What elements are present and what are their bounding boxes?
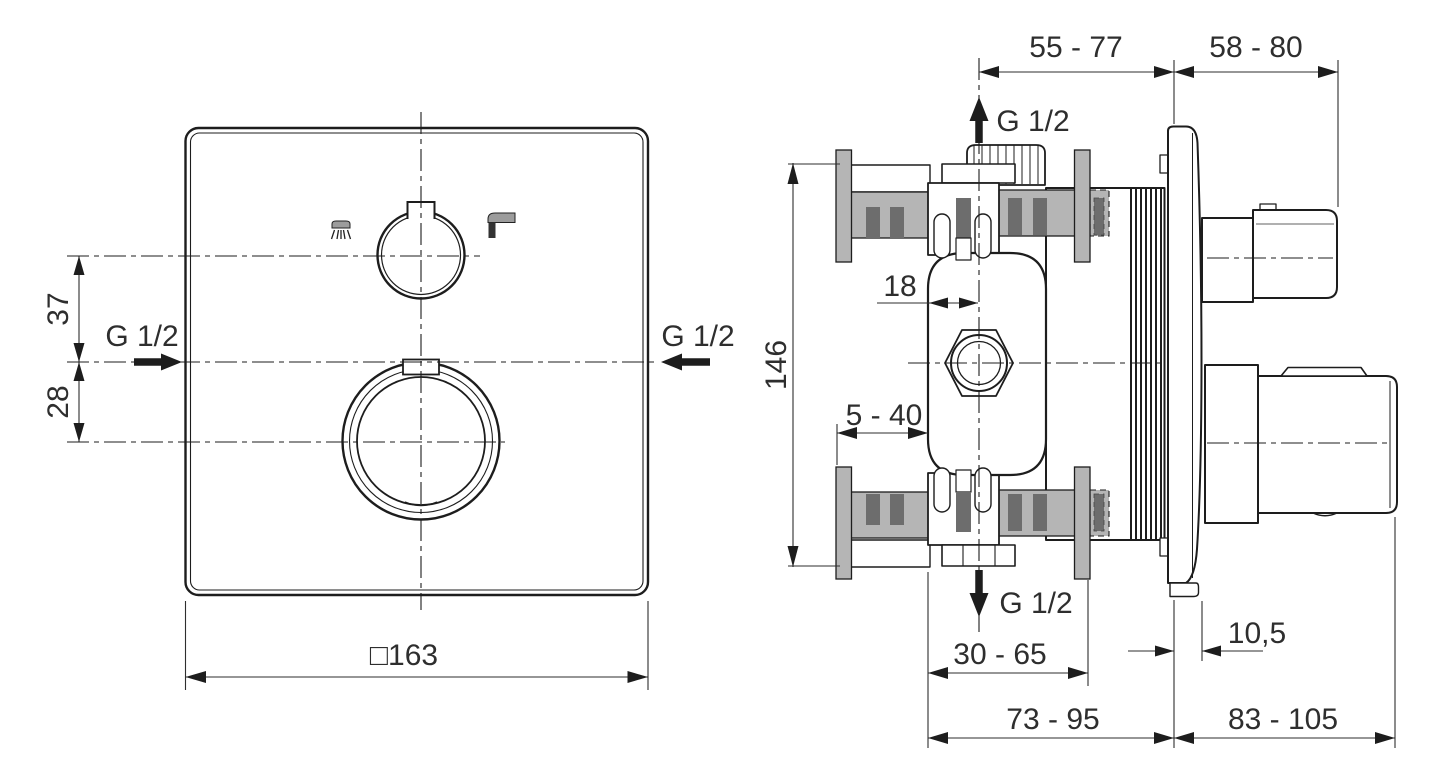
inlet-left-label: G 1/2 xyxy=(105,320,178,353)
inlet-left-arrow xyxy=(161,353,182,371)
bracket-bar-top xyxy=(837,164,931,193)
dimension-18: 18 xyxy=(877,270,978,309)
dim-83-105-label: 83 - 105 xyxy=(1228,703,1338,736)
dimension-73-95: 73 - 95 xyxy=(928,703,1174,744)
end-plate-bottom-right xyxy=(1073,466,1091,580)
dim-18-label: 18 xyxy=(883,270,916,303)
diverter-knob xyxy=(376,201,466,300)
bath-spout-icon xyxy=(487,212,516,238)
mounting-rail-top-left xyxy=(844,191,931,239)
barrel-threads xyxy=(1130,188,1166,540)
dimension-10-5: 10,5 xyxy=(1128,600,1286,748)
outlet-top-arrow xyxy=(969,97,989,121)
mounting-rail-bottom-right xyxy=(996,489,1110,537)
dim-55-77-label: 55 - 77 xyxy=(1029,31,1122,64)
hand-shower-icon xyxy=(330,220,352,240)
dimension-30-65: 30 - 65 xyxy=(927,572,1089,748)
dim-58-80-label: 58 - 80 xyxy=(1209,31,1302,64)
inlet-left: G 1/2 xyxy=(105,320,182,371)
thermostat-knob-profile xyxy=(1204,364,1398,524)
dim-73-95-label: 73 - 95 xyxy=(1006,703,1099,736)
dimension-37-28: 37 28 xyxy=(42,256,85,442)
dim-28-label: 28 xyxy=(42,385,75,418)
diverter-knob-profile xyxy=(1201,203,1338,303)
dim-37-label: 37 xyxy=(42,292,75,325)
bracket-bar-bottom xyxy=(837,539,931,568)
dimension-58-80: 58 - 80 xyxy=(1174,31,1338,78)
side-view: G 1/2 G 1/2 55 - 77 58 - 80 xyxy=(760,31,1398,748)
dim-30-65-label: 30 - 65 xyxy=(953,638,1046,671)
dimension-5-40: 5 - 40 xyxy=(836,399,928,465)
dim-163-label: □163 xyxy=(370,639,438,672)
bath-spout-icon-outlet xyxy=(488,222,496,238)
outlet-bottom-label: G 1/2 xyxy=(999,587,1072,620)
wall-plate-profile xyxy=(1159,125,1203,598)
dimension-83-105: 83 - 105 xyxy=(1174,517,1396,748)
outlet-bottom-arrow xyxy=(969,593,989,617)
dim-5-40-label: 5 - 40 xyxy=(846,399,923,432)
end-plate-bottom-left xyxy=(835,466,853,580)
dimension-163: □163 xyxy=(184,601,649,690)
outlet-top-label: G 1/2 xyxy=(996,105,1069,138)
lower-flange-slots xyxy=(933,467,992,532)
end-plate-top-left xyxy=(835,149,853,263)
mounting-rail-bottom-left xyxy=(844,491,931,539)
dimension-146: 146 xyxy=(760,163,840,567)
inlet-right: G 1/2 xyxy=(661,320,735,371)
dimension-55-77: 55 - 77 xyxy=(979,31,1339,207)
outlet-top: G 1/2 xyxy=(969,97,1070,143)
inlet-right-label: G 1/2 xyxy=(661,320,734,353)
inlet-right-arrow xyxy=(661,353,682,371)
top-connection-nut xyxy=(941,144,1046,186)
front-view: 37 28 G 1/2 G 1/2 □163 xyxy=(42,112,735,690)
outlet-bottom: G 1/2 xyxy=(969,570,1073,620)
dim-10-5-label: 10,5 xyxy=(1228,617,1286,650)
valve-barrel xyxy=(1045,187,1166,541)
mounting-rail-top-right xyxy=(996,189,1110,237)
end-plate-top-right xyxy=(1073,149,1091,263)
dim-146-label: 146 xyxy=(760,340,793,390)
